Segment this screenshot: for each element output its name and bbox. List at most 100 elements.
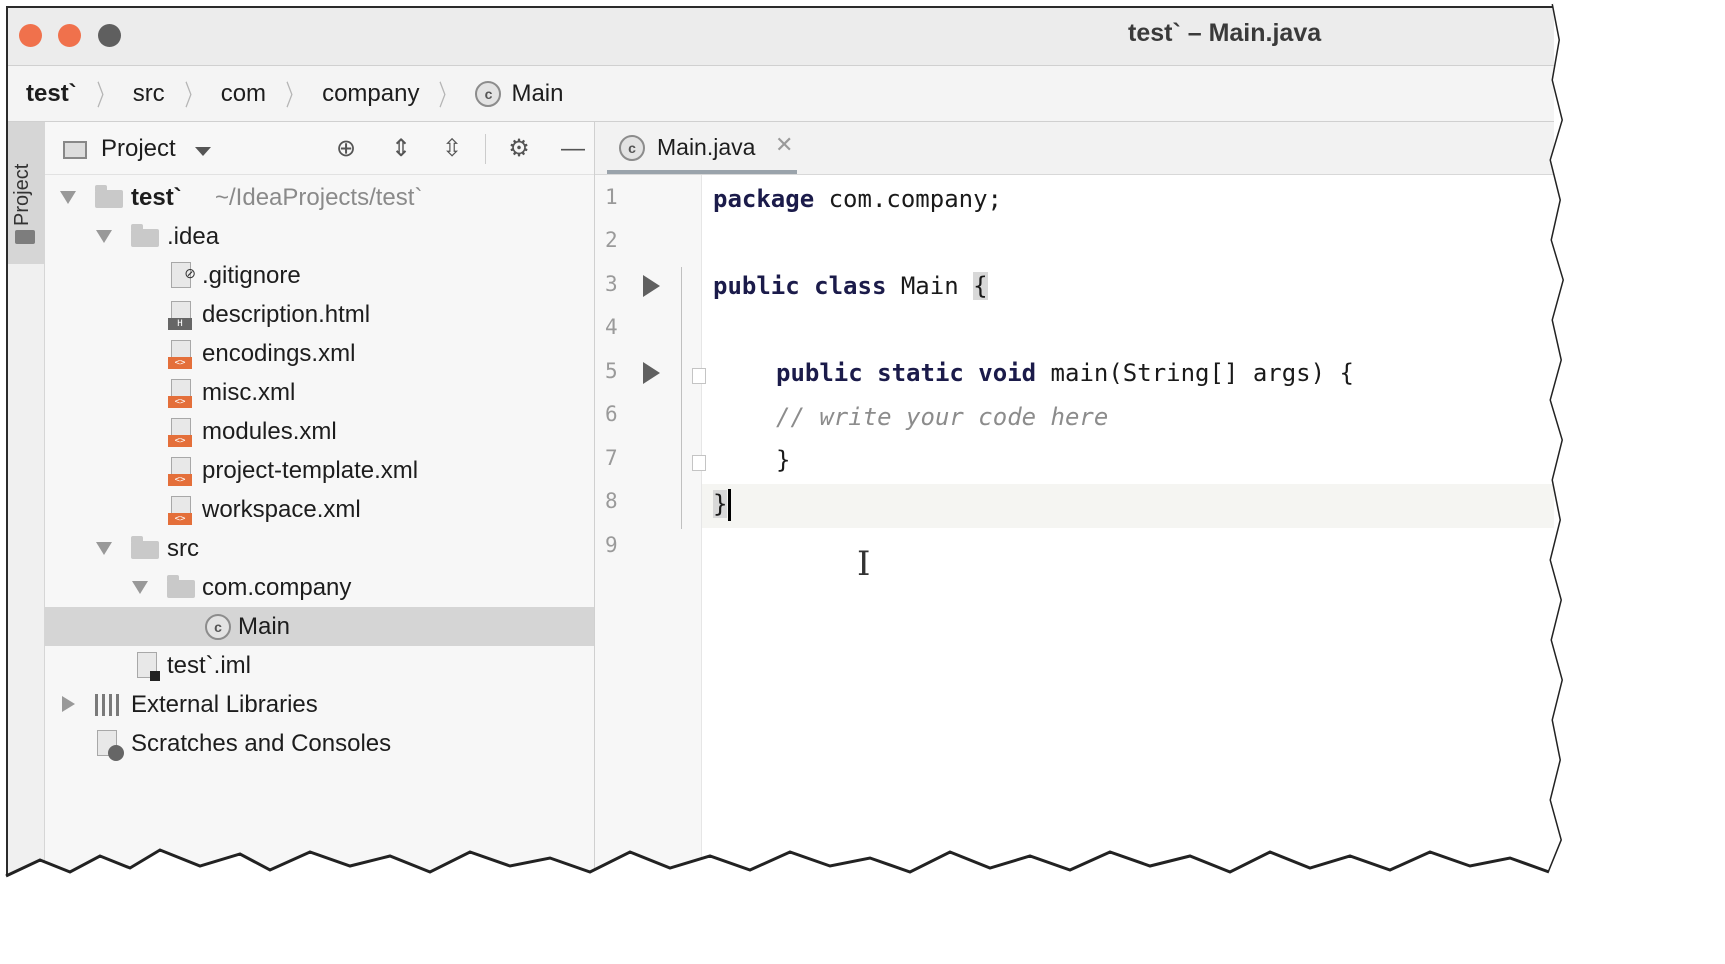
collapse-all-icon[interactable]: ⇳ — [441, 135, 463, 162]
run-class-icon[interactable] — [643, 275, 660, 297]
keyword: public class — [713, 272, 887, 300]
tree-label: External Libraries — [131, 691, 318, 718]
code-text: com.company; — [814, 185, 1002, 213]
code-line-6[interactable]: // write your code here — [776, 403, 1108, 431]
line-number: 6 — [605, 402, 618, 426]
ignore-file-icon: ⊘ — [171, 262, 196, 288]
breadcrumb-item-company[interactable]: company — [322, 79, 420, 107]
tree-label: .idea — [167, 223, 220, 250]
matched-brace: { — [973, 272, 988, 300]
tree-label: Scratches and Consoles — [131, 730, 392, 757]
project-view-selector[interactable]: Project — [101, 135, 176, 162]
ide-window: test` – Main.java test` 〉 src 〉 com 〉 co… — [6, 6, 1554, 876]
code-line-5[interactable]: public static void main(String[] args) { — [776, 359, 1354, 387]
module-folder-icon — [95, 185, 123, 208]
tree-row-external-libraries[interactable]: External Libraries — [45, 685, 594, 724]
tree-row-com-company[interactable]: com.company — [45, 568, 594, 607]
package-icon — [167, 575, 195, 598]
minimize-window-button[interactable] — [58, 24, 81, 47]
tree-row-main[interactable]: c Main — [45, 607, 594, 646]
close-window-button[interactable] — [19, 24, 42, 47]
tree-row-misc-xml[interactable]: <> misc.xml — [45, 373, 594, 412]
breadcrumb-item-project[interactable]: test` — [26, 79, 77, 107]
scratches-icon — [97, 730, 124, 761]
line-number: 4 — [605, 315, 618, 339]
keyword: public static void — [776, 359, 1037, 387]
tree-row-project-template-xml[interactable]: <> project-template.xml — [45, 451, 594, 490]
tree-row-iml[interactable]: test`.iml — [45, 646, 594, 685]
tree-label: .gitignore — [202, 262, 301, 289]
xml-file-icon: <> — [168, 340, 192, 369]
tree-label: modules.xml — [202, 418, 337, 445]
tree-label: com.company — [202, 574, 352, 601]
close-icon[interactable]: ✕ — [775, 132, 794, 157]
tree-label: description.html — [202, 301, 371, 328]
tool-window-stripe: Project — [8, 122, 45, 876]
line-number: 2 — [605, 228, 618, 252]
editor-gutter: 1 2 3 4 5 6 7 8 9 — [595, 175, 706, 876]
code-comment: // write your code here — [776, 403, 1109, 431]
project-panel: Project ⊕ ⇕ ⇳ ⚙ — test` ~/IdeaProjects/t… — [45, 122, 595, 876]
breadcrumb-separator: 〉 — [285, 79, 303, 111]
tab-label: Main.java — [657, 134, 756, 160]
breadcrumb-item-com[interactable]: com — [220, 79, 267, 107]
breadcrumb-separator: 〉 — [184, 79, 202, 111]
code-line-7[interactable]: } — [776, 446, 790, 474]
folder-icon — [15, 230, 35, 244]
matched-brace: } — [713, 490, 728, 518]
class-icon: c — [475, 80, 502, 107]
tree-row-modules-xml[interactable]: <> modules.xml — [45, 412, 594, 451]
tree-row-description-html[interactable]: H description.html — [45, 295, 594, 334]
xml-file-icon: <> — [168, 496, 192, 525]
tree-row-src[interactable]: src — [45, 529, 594, 568]
tree-row-project-root[interactable]: test` ~/IdeaProjects/test` — [45, 178, 594, 217]
project-panel-header: Project ⊕ ⇕ ⇳ ⚙ — — [45, 122, 594, 175]
gear-icon[interactable]: ⚙ — [508, 135, 530, 162]
hide-panel-icon[interactable]: — — [561, 135, 585, 162]
breadcrumb-separator: 〉 — [96, 79, 114, 111]
fold-marker-icon[interactable] — [692, 368, 706, 384]
project-tool-window-tab[interactable]: Project — [8, 122, 44, 264]
expand-arrow-icon[interactable] — [60, 191, 76, 204]
expand-all-icon[interactable]: ⇕ — [390, 135, 412, 162]
breadcrumb-item-src[interactable]: src — [132, 79, 165, 107]
tree-row-scratches[interactable]: Scratches and Consoles — [45, 724, 594, 763]
line-number: 3 — [605, 272, 618, 296]
html-file-icon: H — [168, 301, 192, 330]
tree-row-idea[interactable]: .idea — [45, 217, 594, 256]
tree-row-workspace-xml[interactable]: <> workspace.xml — [45, 490, 594, 529]
tree-label: Main — [238, 613, 291, 640]
code-line-3[interactable]: public class Main { — [713, 272, 988, 300]
editor-area: c Main.java ✕ 1 2 3 4 5 6 7 8 9 package … — [595, 122, 1554, 876]
breadcrumb-item-main[interactable]: c Main — [475, 79, 564, 108]
zoom-window-button[interactable] — [98, 24, 121, 47]
breadcrumb-separator: 〉 — [439, 79, 456, 111]
xml-file-icon: <> — [168, 379, 192, 408]
tree-label: src — [167, 535, 199, 562]
tree-label: encodings.xml — [202, 340, 356, 367]
breadcrumb-label: Main — [511, 79, 564, 107]
text-caret — [728, 489, 732, 521]
code-line-1[interactable]: package com.company; — [713, 185, 1002, 213]
expand-arrow-icon[interactable] — [62, 696, 75, 712]
run-method-icon[interactable] — [643, 362, 660, 384]
current-line-highlight — [702, 484, 1554, 528]
line-number: 9 — [605, 533, 618, 557]
folder-icon — [131, 536, 159, 559]
expand-arrow-icon[interactable] — [96, 230, 112, 243]
chevron-down-icon[interactable] — [195, 147, 211, 156]
code-line-8[interactable]: } — [713, 489, 732, 521]
tree-row-encodings-xml[interactable]: <> encodings.xml — [45, 334, 594, 373]
library-icon — [95, 694, 123, 716]
keyword: package — [713, 185, 815, 213]
fold-marker-icon[interactable] — [692, 455, 706, 471]
iml-file-icon — [137, 652, 160, 681]
tree-row-gitignore[interactable]: ⊘ .gitignore — [45, 256, 594, 295]
locate-file-icon[interactable]: ⊕ — [335, 135, 357, 162]
tree-label: misc.xml — [202, 379, 296, 406]
indent-guide — [681, 267, 682, 529]
tab-main-java[interactable]: c Main.java ✕ — [607, 122, 797, 174]
expand-arrow-icon[interactable] — [132, 581, 148, 594]
line-number: 1 — [605, 185, 618, 209]
expand-arrow-icon[interactable] — [96, 542, 112, 555]
